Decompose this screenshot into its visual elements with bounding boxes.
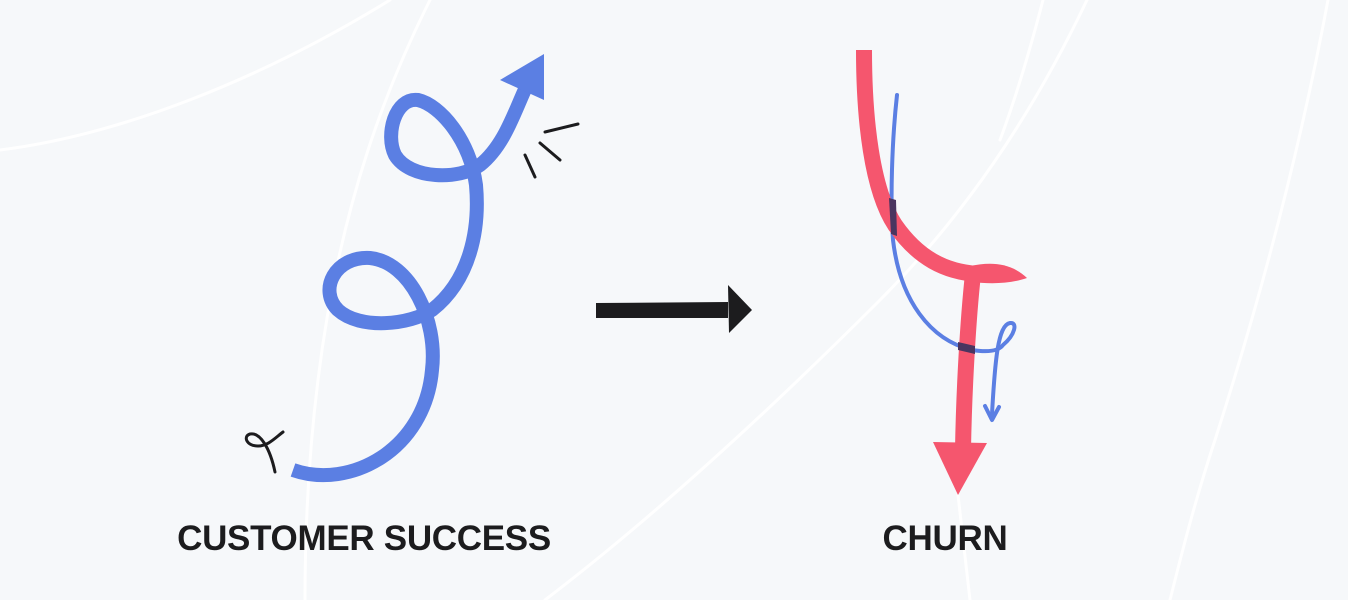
overlap-mark	[958, 342, 975, 354]
churn-red-curve	[856, 49, 979, 282]
churn-label: CHURN	[882, 519, 1008, 558]
churn-blue-path	[889, 93, 1017, 416]
curl-doodle-icon	[244, 430, 285, 474]
churn-red-stem	[955, 273, 981, 451]
success-loop-path	[290, 81, 534, 483]
churn-red-flourish	[970, 263, 1027, 284]
customer-success-label: CUSTOMER SUCCESS	[177, 519, 551, 558]
sparkle-icon	[523, 122, 580, 179]
right-arrow-icon	[596, 285, 752, 333]
churn-blue-arrowhead	[983, 404, 1001, 422]
success-loop-arrow-icon	[244, 54, 580, 483]
churn-red-arrowhead	[933, 442, 987, 495]
churn-arrow-icon	[856, 49, 1027, 495]
overlap-mark	[889, 198, 897, 236]
success-arrowhead	[500, 54, 544, 100]
